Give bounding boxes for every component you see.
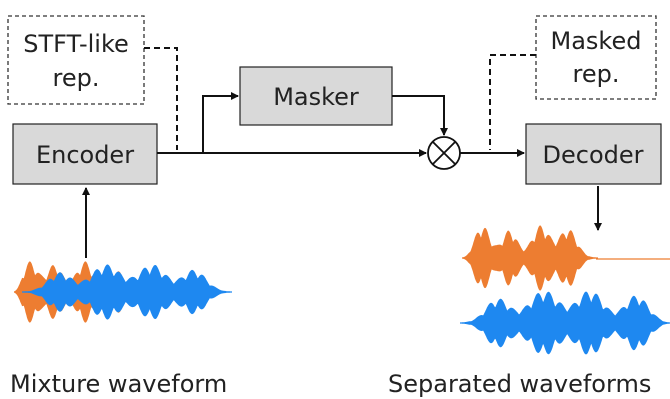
encoder-label: Encoder [36,141,134,169]
encoder-block: Encoder [12,123,158,185]
separated-blue-waveform [460,291,670,355]
stft-like-rep-annotation: STFT-like rep. [7,15,145,105]
mixture-blue-waveform [22,264,232,320]
separated-orange-waveform [462,225,598,291]
masked-dashed-connector [489,54,536,150]
stft-dashed-connector [144,47,178,150]
encoder-to-masker-arrow [202,92,239,153]
masked-rep-annotation: Masked rep. [535,15,657,100]
decoder-label: Decoder [543,141,644,169]
masked-label: Masked [551,27,642,55]
separated-caption: Separated waveforms [388,370,651,398]
masker-to-multiply-arrow [392,95,448,136]
mixture-caption: Mixture waveform [10,370,227,398]
stft-like-label: STFT-like [23,30,129,58]
stft-rep-label: rep. [53,64,100,92]
masker-label: Masker [273,83,359,111]
decoder-block: Decoder [525,123,662,185]
multiply-icon [427,136,461,170]
masker-block: Masker [239,66,393,126]
masked-rep-label: rep. [573,60,620,88]
